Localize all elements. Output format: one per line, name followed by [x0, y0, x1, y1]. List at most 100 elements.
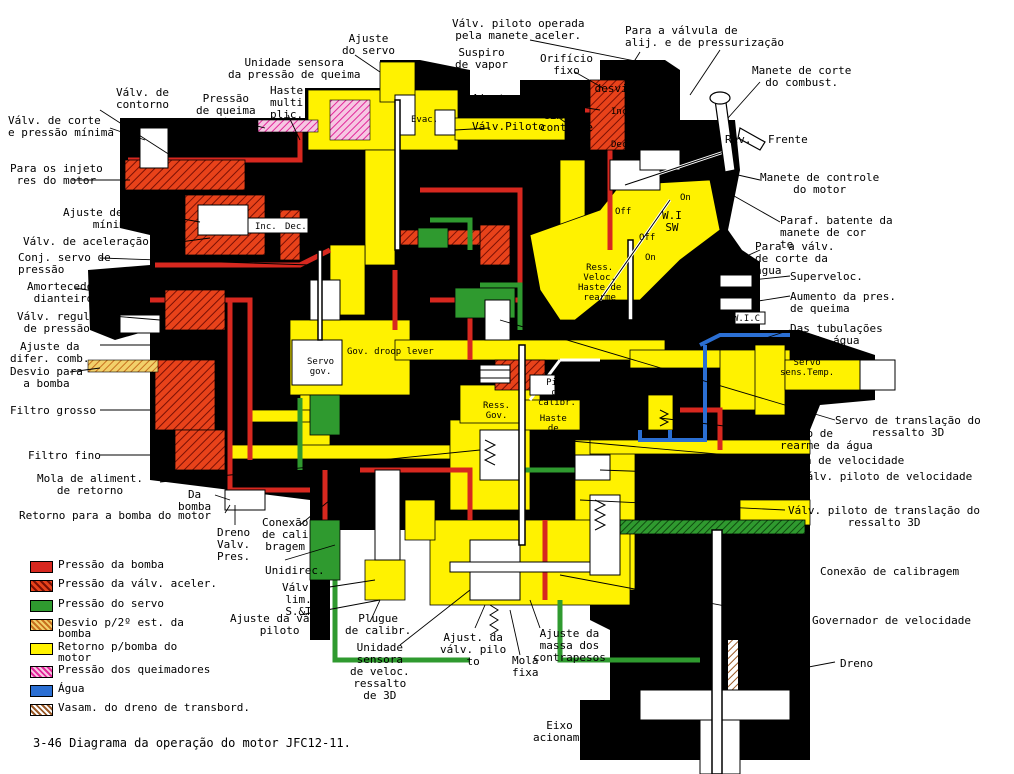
legend-label: Água: [58, 682, 85, 695]
legend-label: Desvio p/2º est. da bomba: [58, 616, 184, 640]
gear-teeth: [480, 369, 510, 379]
label-mola-fixa: Mola fixa: [512, 654, 539, 679]
label-ajuste-fole: Ajuste do fole: [472, 92, 519, 117]
legend-swatch: [30, 643, 53, 655]
label-rev: Rev.: [725, 133, 752, 146]
label-ajuste-fluxo: Ajuste de fluxo mínimo: [63, 206, 163, 231]
label-manete-controle: Manete de controle do motor: [760, 171, 880, 196]
legend-swatch: [30, 561, 53, 573]
label-eixo-acionamento: Eixo de acionamento: [533, 719, 606, 744]
label-valv-corte: Válv. de corte e pressão mínima: [8, 114, 114, 139]
inner-dec-mid: Dec.: [285, 222, 307, 232]
label-conexao-calibragem: Conexão de calibragem: [820, 565, 960, 578]
label-valv-piloto-transl: Válv. piloto de translação do ressalto 3…: [788, 504, 981, 529]
label-unidade-sensora: Unidade sensora da pressão de queima: [228, 56, 361, 81]
inner-servo-sens: Servo sens.Temp.: [780, 358, 835, 378]
label-suspiro: Suspiro de vapor: [455, 46, 508, 71]
label-governador: Governador de velocidade: [812, 614, 971, 627]
inner-inc-top: Inc.: [611, 107, 633, 117]
label-valv-aceleracao: Válv. de aceleração: [23, 235, 149, 248]
label-ajuste-servo: Ajuste do servo: [342, 32, 395, 57]
label-valv-piloto-small: Válv.Piloto: [472, 120, 545, 133]
label-filtro-grosso: Filtro grosso: [10, 404, 97, 417]
label-pressao-queima: Pressão de queima: [196, 92, 256, 117]
bypass-line: [87, 359, 159, 373]
inner-pino-calibr: Pino de calibr.: [538, 378, 576, 408]
legend-swatch: [30, 685, 53, 697]
inner-ress-veloc: Ress. Veloc. Haste de rearme: [578, 263, 622, 303]
legend-label: Retorno p/bomba do motor: [58, 640, 178, 664]
label-mola-velocidade: Mola de velocidade: [785, 454, 905, 467]
inner-dec-top: Dec.: [611, 140, 633, 150]
label-retorno-bomba: Retorno para a bomba do motor: [19, 509, 212, 522]
inner-off-2: Off: [639, 233, 656, 243]
inner-wic: W.I.C: [733, 314, 761, 324]
legend-swatch: [30, 619, 53, 631]
legend-label: Pressão do servo: [58, 597, 164, 610]
figure-caption: 3-46 Diagrama da operação do motor JFC12…: [33, 736, 351, 750]
label-filtro-fino: Filtro fino: [28, 449, 101, 462]
label-manete-corte: Manete de corte do combust.: [752, 64, 852, 89]
legend-swatch: [30, 704, 53, 716]
label-ajust-valv-pilo: Ajust. da válv. pilo to: [440, 631, 507, 668]
label-desvio-bomba: Desvio para a bomba: [10, 365, 83, 390]
label-da-bomba: Da bomba: [178, 488, 212, 513]
inner-ress-gov: Ress. Gov.: [483, 401, 511, 421]
inner-haste-acomp: Haste de acomp.: [537, 414, 570, 444]
white-components: [119, 94, 896, 774]
water-lines: [638, 333, 790, 442]
inner-on-2: On: [645, 253, 656, 263]
legend-label: Vasam. do dreno de transbord.: [58, 701, 251, 714]
legend-swatch: [30, 580, 53, 592]
label-ajuste-massa: Ajuste da massa dos contrapesos: [533, 627, 606, 664]
label-conexao-cali: Conexão de cali bragem: [262, 516, 309, 553]
label-valv-lim: Válv. lim. S.&T: [282, 581, 316, 618]
label-haste-multi: Haste multi plic.: [270, 84, 304, 121]
label-para-valv-corte-agua: Para a válv. de corte da água: [755, 240, 835, 277]
label-servo-transl: Servo de translação do ressalto 3D: [835, 414, 981, 439]
label-amortecedor: Amortecedor dianteiro: [27, 280, 100, 305]
legend-label: Pressão da bomba: [58, 558, 164, 571]
label-unidade-sensora-veloc: Unidade sensora de veloc. ressalto de 3D: [350, 641, 410, 702]
legend-label: Pressão dos queimadores: [58, 663, 211, 676]
legend-label: Pressão da válv. aceler.: [58, 577, 217, 590]
label-unidirec: Unidirec.: [265, 564, 325, 577]
shafts: [317, 99, 723, 774]
label-orificio: Orifício fixo: [540, 52, 593, 77]
legend-swatch: [30, 600, 53, 612]
inner-off-1: Off: [615, 207, 632, 217]
label-batente: Batente eixo de controle: [540, 97, 593, 134]
inner-inc-mid: Inc.: [255, 222, 277, 232]
label-ajuste-difer: Ajuste da difer. comb.: [10, 340, 90, 365]
label-servo-rearme: Servo de rearme da água: [780, 427, 873, 452]
label-frente: Frente: [768, 133, 808, 146]
leader-lines: [69, 39, 836, 728]
label-valv-contorno: Válv. de contorno: [116, 86, 169, 111]
burner-pressure: [257, 99, 371, 141]
label-injetores: Para os injeto res do motor: [10, 162, 103, 187]
label-dreno-valv: Dreno Valv. Pres.: [217, 526, 251, 563]
legend-swatch: [30, 666, 53, 678]
label-paraf-batente: Paraf. batente da manete de cor te: [780, 214, 893, 251]
inner-on-1: On: [680, 193, 691, 203]
label-valv-regul: Válv. regul. de pressão: [17, 310, 97, 335]
label-conj-servo: Conj. servo de pressão: [18, 251, 111, 276]
inner-wi-sw: W.I SW: [662, 209, 682, 234]
label-superveloc: Superveloc.: [790, 270, 863, 283]
label-dreno: Dreno: [840, 657, 874, 670]
label-linha-desvio: Linha de desvio: [535, 82, 635, 95]
label-plugue: Plugue de calibr.: [345, 612, 412, 637]
label-ajuste-valv-piloto: Ajuste da válv. piloto: [230, 612, 330, 637]
label-valv-piloto-manete: Válv. piloto operada pela manete aceler.: [452, 17, 585, 42]
inner-servo-gov: Servo gov.: [307, 357, 335, 377]
shafts-stroke: [599, 149, 731, 301]
label-valv-piloto-vel: Válv. piloto de velocidade: [800, 470, 973, 483]
throttle-lever: [709, 91, 766, 173]
label-para-valvula-alij: Para a válvula de alij. e de pressurizaç…: [625, 24, 784, 49]
inner-evac: Evac.: [411, 115, 439, 125]
label-das-tubulacoes: Das tubulações de água: [790, 322, 883, 347]
inner-gov-droop: Gov. droop lever: [347, 347, 434, 357]
label-mola-aliment: Mola de aliment. de retorno: [37, 472, 143, 497]
